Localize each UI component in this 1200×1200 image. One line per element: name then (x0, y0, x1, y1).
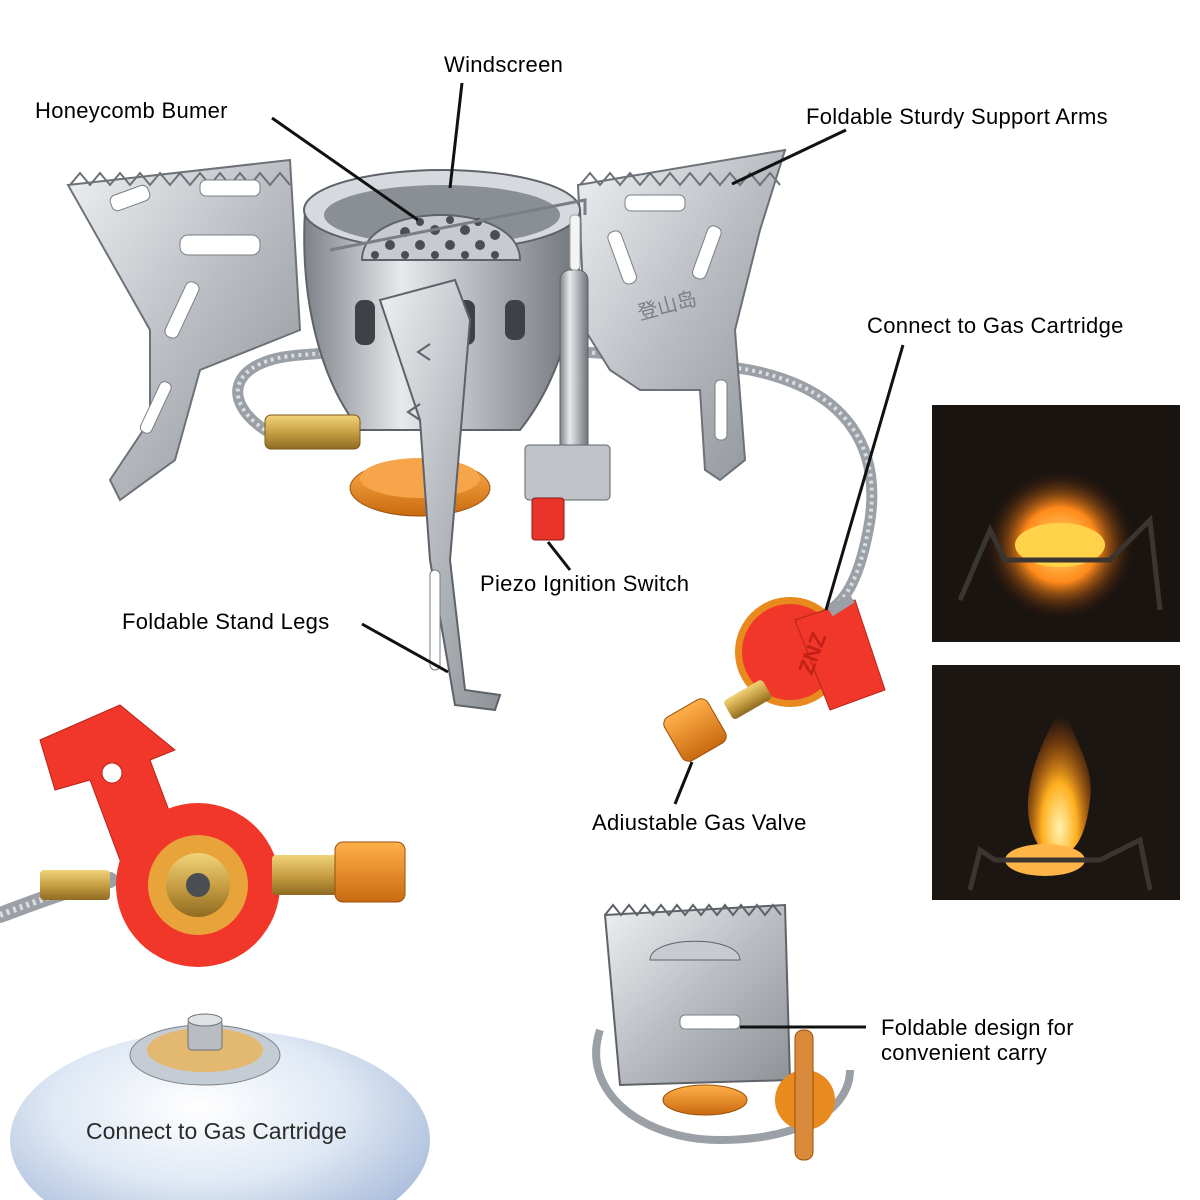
label-windscreen: Windscreen (444, 52, 564, 77)
leader-lines (271, 82, 905, 1029)
gas-valve-assembly: ZNZ (663, 593, 886, 762)
main-stove: 登山岛 (66, 148, 878, 712)
label-foldable-design-line2: convenient carry (881, 1040, 1048, 1065)
closeup-valve (0, 704, 406, 967)
leader-stand-legs (361, 622, 449, 674)
gas-cartridge (10, 1013, 430, 1200)
label-support-arms: Foldable Sturdy Support Arms (806, 104, 1108, 129)
label-stand-legs: Foldable Stand Legs (122, 609, 330, 634)
piezo-igniter (524, 214, 611, 541)
front-stand-leg (378, 278, 502, 712)
folded-stove (592, 903, 854, 1161)
leader-gas-cartridge (824, 344, 905, 611)
leader-windscreen (448, 82, 464, 189)
caption-gas-cartridge: Connect to Gas Cartridge (86, 1118, 347, 1144)
label-foldable-design: Foldable design for convenient carry (881, 1015, 1074, 1065)
right-support-arm: 登山岛 (576, 148, 787, 482)
label-foldable-design-line1: Foldable design for (881, 1015, 1074, 1040)
label-honeycomb-burner: Honeycomb Bumer (35, 98, 228, 123)
honeycomb-burner (329, 198, 587, 261)
photo-burner-glow (932, 405, 1180, 642)
left-support-arm (66, 158, 302, 502)
label-gas-valve: Adiustable Gas Valve (592, 810, 807, 835)
label-piezo-switch: Piezo Ignition Switch (480, 571, 690, 596)
leader-support-arms (731, 128, 847, 186)
photo-flame (932, 665, 1180, 900)
leader-honeycomb-burner (271, 116, 419, 222)
leader-piezo-switch (546, 541, 572, 571)
label-gas-cartridge-top: Connect to Gas Cartridge (867, 313, 1124, 338)
leader-gas-valve (673, 761, 694, 805)
